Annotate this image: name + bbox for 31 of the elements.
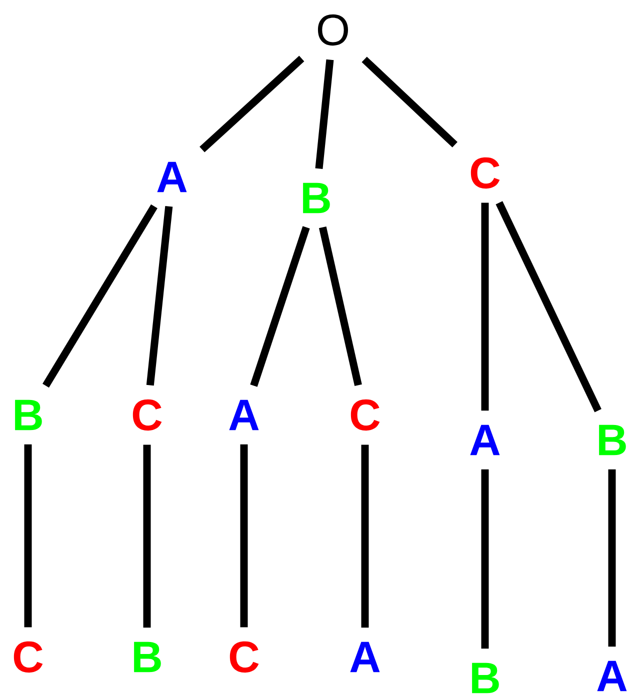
tree-line — [146, 206, 173, 386]
letter: C — [230, 641, 259, 673]
tree-line — [250, 226, 310, 387]
tree-line — [361, 444, 369, 628]
letter: B — [134, 642, 161, 672]
letter: A — [229, 400, 259, 430]
letter: B — [303, 182, 330, 214]
tree-line — [362, 56, 458, 148]
tree-line — [24, 444, 32, 628]
tree-line — [240, 444, 248, 628]
tree-line — [481, 202, 489, 411]
tree-line — [315, 59, 334, 170]
tree-line — [318, 226, 362, 386]
tree-line — [496, 201, 602, 412]
tree-line — [200, 56, 304, 152]
letter: A — [597, 660, 627, 692]
letter: C — [14, 641, 43, 673]
letter: C — [470, 157, 500, 189]
tree-line — [143, 444, 151, 628]
letter: C — [132, 399, 162, 431]
root-letter: O — [318, 14, 348, 46]
letter: B — [599, 424, 626, 456]
letter: B — [15, 400, 42, 430]
letter: A — [470, 424, 500, 456]
letter: A — [157, 162, 187, 192]
letter: C — [350, 399, 380, 431]
letter: B — [472, 662, 499, 694]
tree-line — [481, 469, 489, 649]
tree-line — [608, 469, 616, 647]
letter: A — [350, 642, 380, 672]
tree-line — [42, 204, 158, 388]
